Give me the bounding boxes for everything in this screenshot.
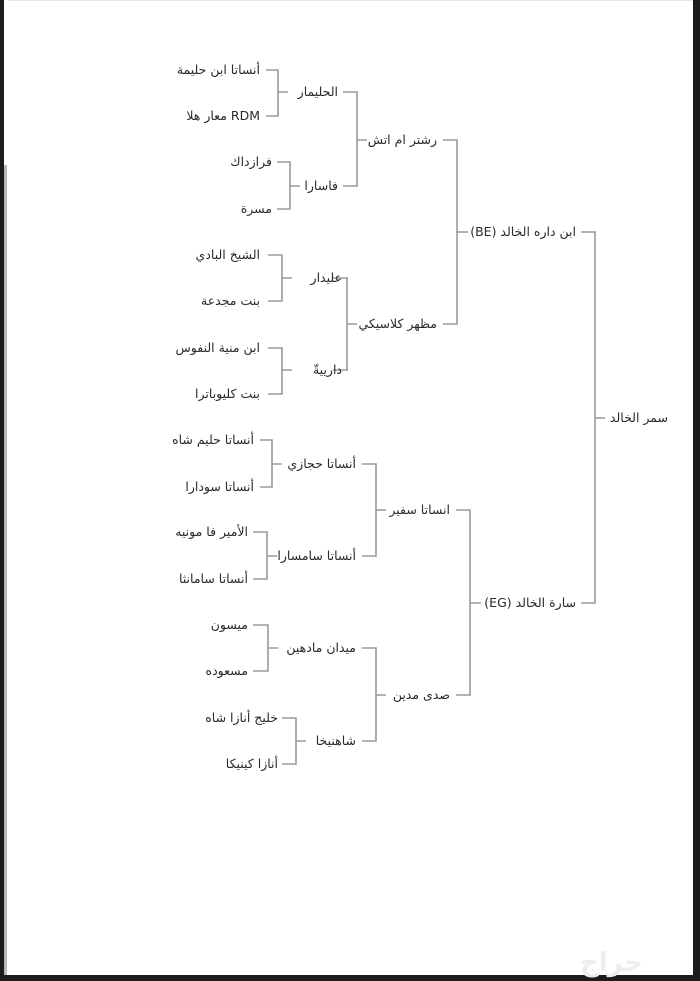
pedigree-gen4-12: أنساتا سامانثا [178, 571, 248, 586]
sire-bracket [443, 139, 468, 325]
sire-sire-bracket [343, 91, 367, 187]
gen3-bracket-5 [260, 439, 282, 488]
dam-sire-bracket [362, 463, 386, 557]
gen3-bracket-4 [268, 347, 292, 395]
page-left-edge [4, 165, 7, 975]
root-bracket [581, 231, 605, 604]
page-top-edge [8, 0, 693, 1]
gen3-bracket-2 [277, 161, 300, 210]
pedigree-gen4-14: مسعوده [205, 663, 248, 678]
sire-dam-bracket [333, 277, 357, 371]
pedigree-gen4-7: ابن منية النفوس [175, 340, 260, 355]
pedigree-gen4-5: الشيخ البادي [195, 247, 260, 262]
watermark-logo: حراج [580, 948, 643, 978]
dam-dam-bracket [362, 647, 386, 742]
gen3-bracket-3 [268, 254, 292, 302]
pedigree-root: سمر الخالد [609, 410, 668, 425]
pedigree-sire: ابن داره الخالد (BE) [470, 224, 576, 239]
pedigree-gen4-3: فرازداك [230, 154, 272, 169]
pedigree-gen4-11: الأمير فا مونيه [175, 524, 248, 539]
pedigree-gen4-6: بنت مجدعة [201, 293, 260, 308]
pedigree-gen4-4: مسرة [240, 201, 272, 216]
pedigree-gen4-1: أنساتا ابن حليمة [176, 62, 260, 77]
pedigree-gen4-2: RDM معار هلا [186, 108, 260, 123]
document-page [4, 0, 693, 975]
pedigree-gen3-3: عليدار [310, 270, 342, 285]
pedigree-gen4-10: أنساتا سودارا [185, 479, 254, 494]
dam-bracket [456, 509, 481, 696]
pedigree-gen4-16: أنازا كينيكا [225, 756, 278, 771]
pedigree-gen3-6: أنساتا سامسارا [277, 548, 356, 563]
pedigree-gen4-15: خليج أنازا شاه [205, 710, 278, 725]
pedigree-gen3-1: الحليمار [297, 84, 338, 99]
pedigree-gen4-9: أنساتا حليم شاه [172, 432, 254, 447]
pedigree-sire-sire: رشتر ام اتش [367, 132, 437, 147]
pedigree-dam: سارة الخالد (EG) [484, 595, 576, 610]
gen3-bracket-1 [266, 69, 288, 117]
pedigree-gen3-5: أنساتا حجازي [287, 456, 356, 471]
gen3-bracket-8 [282, 717, 306, 765]
pedigree-gen3-4: دارييةّ [312, 362, 342, 377]
pedigree-gen3-7: ميدان مادهين [286, 640, 356, 655]
pedigree-gen4-13: ميسون [210, 617, 248, 632]
pedigree-sire-dam: مظهر كلاسيكي [358, 316, 437, 331]
pedigree-dam-dam: صدى مدين [392, 687, 450, 702]
pedigree-gen4-8: بنت كليوباترا [195, 386, 260, 401]
pedigree-dam-sire: انساتا سفير [389, 502, 450, 517]
gen3-bracket-6 [253, 531, 277, 580]
pedigree-gen3-8: شاهنيخا [315, 733, 356, 748]
gen3-bracket-7 [253, 624, 278, 672]
pedigree-gen3-2: فاسارا [304, 178, 338, 193]
